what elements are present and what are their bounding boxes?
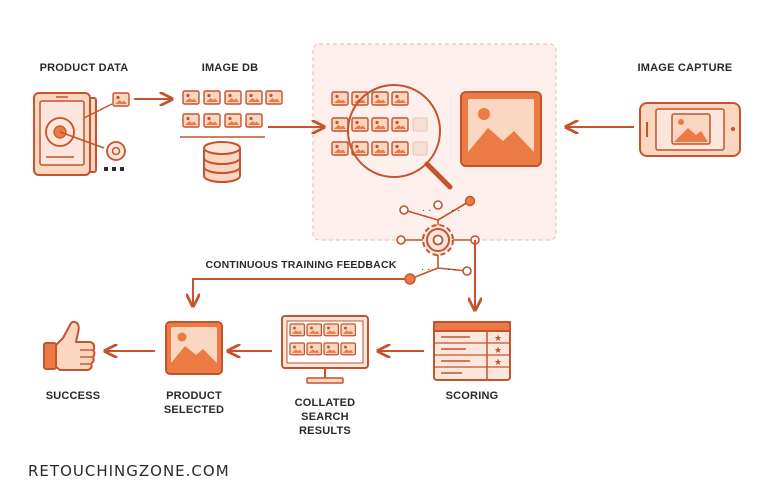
image-grid-search [331,91,428,156]
gear-network-icon: · · · · · · · · [396,195,480,285]
image-grid-db [182,90,283,128]
label-product-selected: PRODUCT SELECTED [163,390,225,416]
svg-text:· ·: · · [447,264,456,275]
magnifier-icon [347,84,453,190]
feedback-arrow [193,278,405,306]
monitor-icon [281,315,369,384]
svg-text:· ·: · · [421,264,430,275]
label-collated-results: COLLATED SEARCH RESULTS [294,397,356,437]
footer-brand[interactable]: RETOUCHINGZONE.COM [28,462,230,480]
svg-text:★: ★ [494,346,502,356]
svg-text:· ·: · · [422,205,431,216]
target-icon [104,141,126,171]
svg-text:★: ★ [494,334,502,344]
label-success: SUCCESS [45,390,101,402]
tablet-icon [33,92,113,176]
smartphone-icon [639,102,741,157]
label-product-data: PRODUCT DATA [39,62,129,74]
selected-image-icon [165,321,223,375]
scoring-table-icon: ★ ★ ★ [433,321,511,381]
large-image-icon [460,91,542,167]
label-image-db: IMAGE DB [201,62,259,74]
label-feedback: CONTINUOUS TRAINING FEEDBACK [205,259,397,271]
svg-text:· ·: · · [451,205,460,216]
database-icon [203,141,241,183]
image-thumbnail-icon [112,92,130,107]
label-scoring: SCORING [445,390,499,402]
svg-text:★: ★ [494,358,502,368]
label-image-capture: IMAGE CAPTURE [637,62,733,74]
thumbs-up-icon [43,320,96,371]
